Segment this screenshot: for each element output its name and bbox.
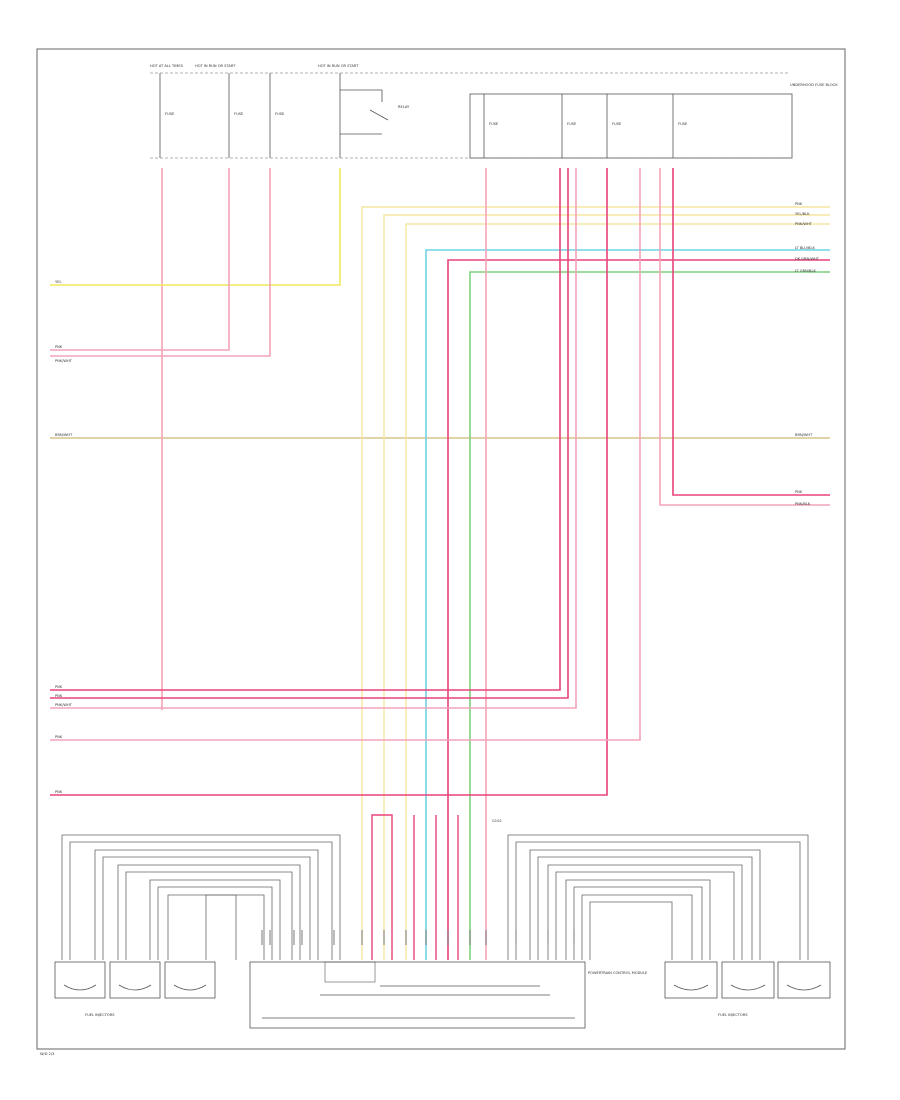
pink-wire-f3 — [50, 168, 271, 357]
yel-harness-3 — [405, 223, 830, 960]
left-injector-1 — [54, 961, 106, 999]
pink-wire-f8b — [659, 168, 830, 506]
footer-label: W/D 2/3 — [40, 1052, 54, 1056]
svg-text:FUSE: FUSE — [612, 122, 622, 126]
left-injectors-label: FUEL INJECTORS — [85, 1013, 115, 1017]
pcm-label: POWERTRAIN CONTROL MODULE — [588, 971, 648, 975]
tan-wire-right-label: BRN/WHT — [795, 433, 813, 437]
pink-wire-f8a — [50, 168, 641, 741]
low-label-5: PNK — [55, 790, 63, 794]
right-injector-3 — [777, 961, 831, 999]
yel-harness-2 — [383, 214, 830, 960]
svg-text:FUSE: FUSE — [234, 112, 244, 116]
yellow-wire-relay — [50, 168, 341, 286]
fuse-6: FUSE — [561, 94, 577, 158]
pcm-connector-pins — [261, 930, 575, 945]
cyan-harness — [425, 249, 830, 960]
svg-text:RELAY: RELAY — [398, 105, 410, 109]
red-wire-f8c — [672, 168, 830, 496]
right-label-5: DK GRN/WHT — [795, 257, 820, 261]
red-wire-f6a — [50, 168, 561, 691]
low-label-2: PNK — [55, 694, 63, 698]
red-wire-f6b — [50, 168, 569, 699]
fuse-3: FUSE — [269, 73, 285, 158]
right-label-3: PNK/WHT — [795, 222, 813, 226]
pink-wire-f6c — [50, 168, 577, 709]
svg-text:FUSE: FUSE — [275, 112, 285, 116]
top-label-1: HOT AT ALL TIMES — [150, 64, 184, 68]
pink-wire-f2 — [50, 168, 230, 351]
fuse-7: FUSE — [606, 94, 622, 158]
left-injector-3 — [164, 961, 216, 999]
left-injector-2 — [109, 961, 161, 999]
green-harness — [469, 271, 830, 960]
top-label-2: HOT IN RUN OR START — [195, 64, 236, 68]
right-injector-2 — [721, 961, 775, 999]
svg-text:FUSE: FUSE — [489, 122, 499, 126]
right-injector-1 — [664, 961, 718, 999]
red-harness — [447, 259, 830, 960]
fuse-block-label: UNDERHOOD FUSE BLOCK — [790, 83, 838, 87]
top-label-3: HOT IN RUN OR START — [318, 64, 359, 68]
low-label-3: PNK/WHT — [55, 703, 73, 707]
yel-harness-1 — [361, 206, 830, 960]
diagram-frame — [36, 48, 846, 1050]
underhood-fuse-block-box — [469, 93, 793, 159]
right-mid-label-2: PNK/BLK — [795, 502, 811, 506]
fuse-2: FUSE — [228, 73, 244, 158]
pnk-wht-label-1: PNK/WHT — [55, 359, 73, 363]
low-label-1: PNK — [55, 685, 63, 689]
fuel-pump-relay: RELAY — [339, 73, 410, 158]
tan-wire-left-label: BRN/WHT — [55, 433, 73, 437]
svg-text:FUSE: FUSE — [165, 112, 175, 116]
fuse-5: FUSE — [483, 94, 499, 158]
pcm-red-loop-1 — [371, 814, 393, 960]
right-label-2: YEL/BLK — [795, 212, 810, 216]
right-label-1: PNK — [795, 202, 803, 206]
svg-text:FUSE: FUSE — [678, 122, 688, 126]
right-label-6: LT GRN/BLK — [795, 269, 816, 273]
low-label-4: PNK — [55, 735, 63, 739]
svg-text:FUSE: FUSE — [567, 122, 577, 126]
right-mid-label-1: PNK — [795, 490, 803, 494]
right-injector-harness — [507, 834, 809, 960]
fuse-1: FUSE — [159, 73, 175, 158]
red-wire-f7 — [50, 168, 608, 796]
left-injector-harness — [61, 834, 341, 960]
right-injectors-label: FUEL INJECTORS — [718, 1013, 748, 1017]
pcm-module — [249, 961, 586, 1029]
right-label-4: LT BLU/BLK — [795, 246, 815, 250]
ground-label: G102 — [492, 819, 502, 823]
fuse-8: FUSE — [672, 94, 688, 158]
yel-label: YEL — [55, 280, 61, 284]
pnk-label-1: PNK — [55, 345, 63, 349]
